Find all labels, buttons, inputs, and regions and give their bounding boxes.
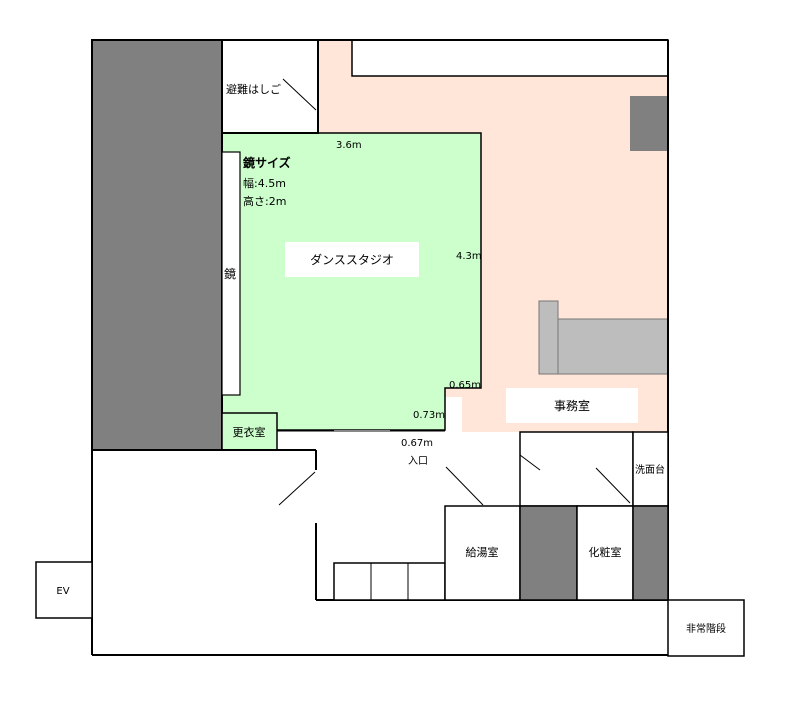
washbasin-room [632, 431, 669, 507]
sofa-seat [557, 318, 669, 375]
powder-room [576, 505, 634, 601]
escape-ladder-door [282, 78, 317, 111]
mirror-height-label: 高さ:2m [243, 194, 286, 208]
corridor-door [278, 471, 316, 506]
office-label-box [506, 388, 638, 423]
dim-entry-label: 0.67m [401, 438, 433, 449]
office-cabinet [630, 96, 668, 151]
kitchenette [444, 505, 521, 601]
dim-notch-v-label: 0.73m [413, 410, 445, 421]
left-wall-block [91, 39, 223, 451]
upper-right-room [519, 431, 634, 507]
entrance-door [445, 466, 484, 506]
office-top-strip [351, 39, 669, 77]
emergency-stairs-label: 非常階段 [686, 622, 726, 635]
office-label: 事務室 [554, 398, 590, 413]
dark-block-left [519, 505, 578, 601]
kitchenette-label: 給湯室 [466, 545, 499, 559]
washbasin-label: 洗面台 [635, 463, 665, 476]
mirror-width-label: 幅:4.5m [243, 177, 286, 190]
ev-label: EV [56, 586, 69, 597]
mirror [221, 151, 241, 396]
stairs [333, 562, 446, 601]
elevator [35, 561, 93, 619]
sofa-arm [538, 300, 559, 375]
dance-studio-label: ダンススタジオ [310, 252, 394, 267]
mirror-label: 鏡 [224, 266, 236, 281]
dim-right-label: 4.3m [456, 251, 482, 262]
escape-ladder-room [221, 39, 319, 134]
changing-room-label: 更衣室 [233, 425, 266, 439]
entrance-label: 入口 [408, 456, 428, 467]
powder-room-label: 化粧室 [589, 545, 622, 559]
dance-studio-label-box [285, 242, 419, 277]
dim-notch-h-label: 0.65m [449, 380, 481, 391]
changing-room [221, 412, 278, 451]
dark-block-right [632, 505, 669, 601]
dim-top-label: 3.6m [336, 140, 362, 151]
mirror-size-label: 鏡サイズ [242, 155, 291, 170]
emergency-stairs [667, 599, 745, 657]
escape-ladder-label: 避難はしご [226, 82, 281, 96]
